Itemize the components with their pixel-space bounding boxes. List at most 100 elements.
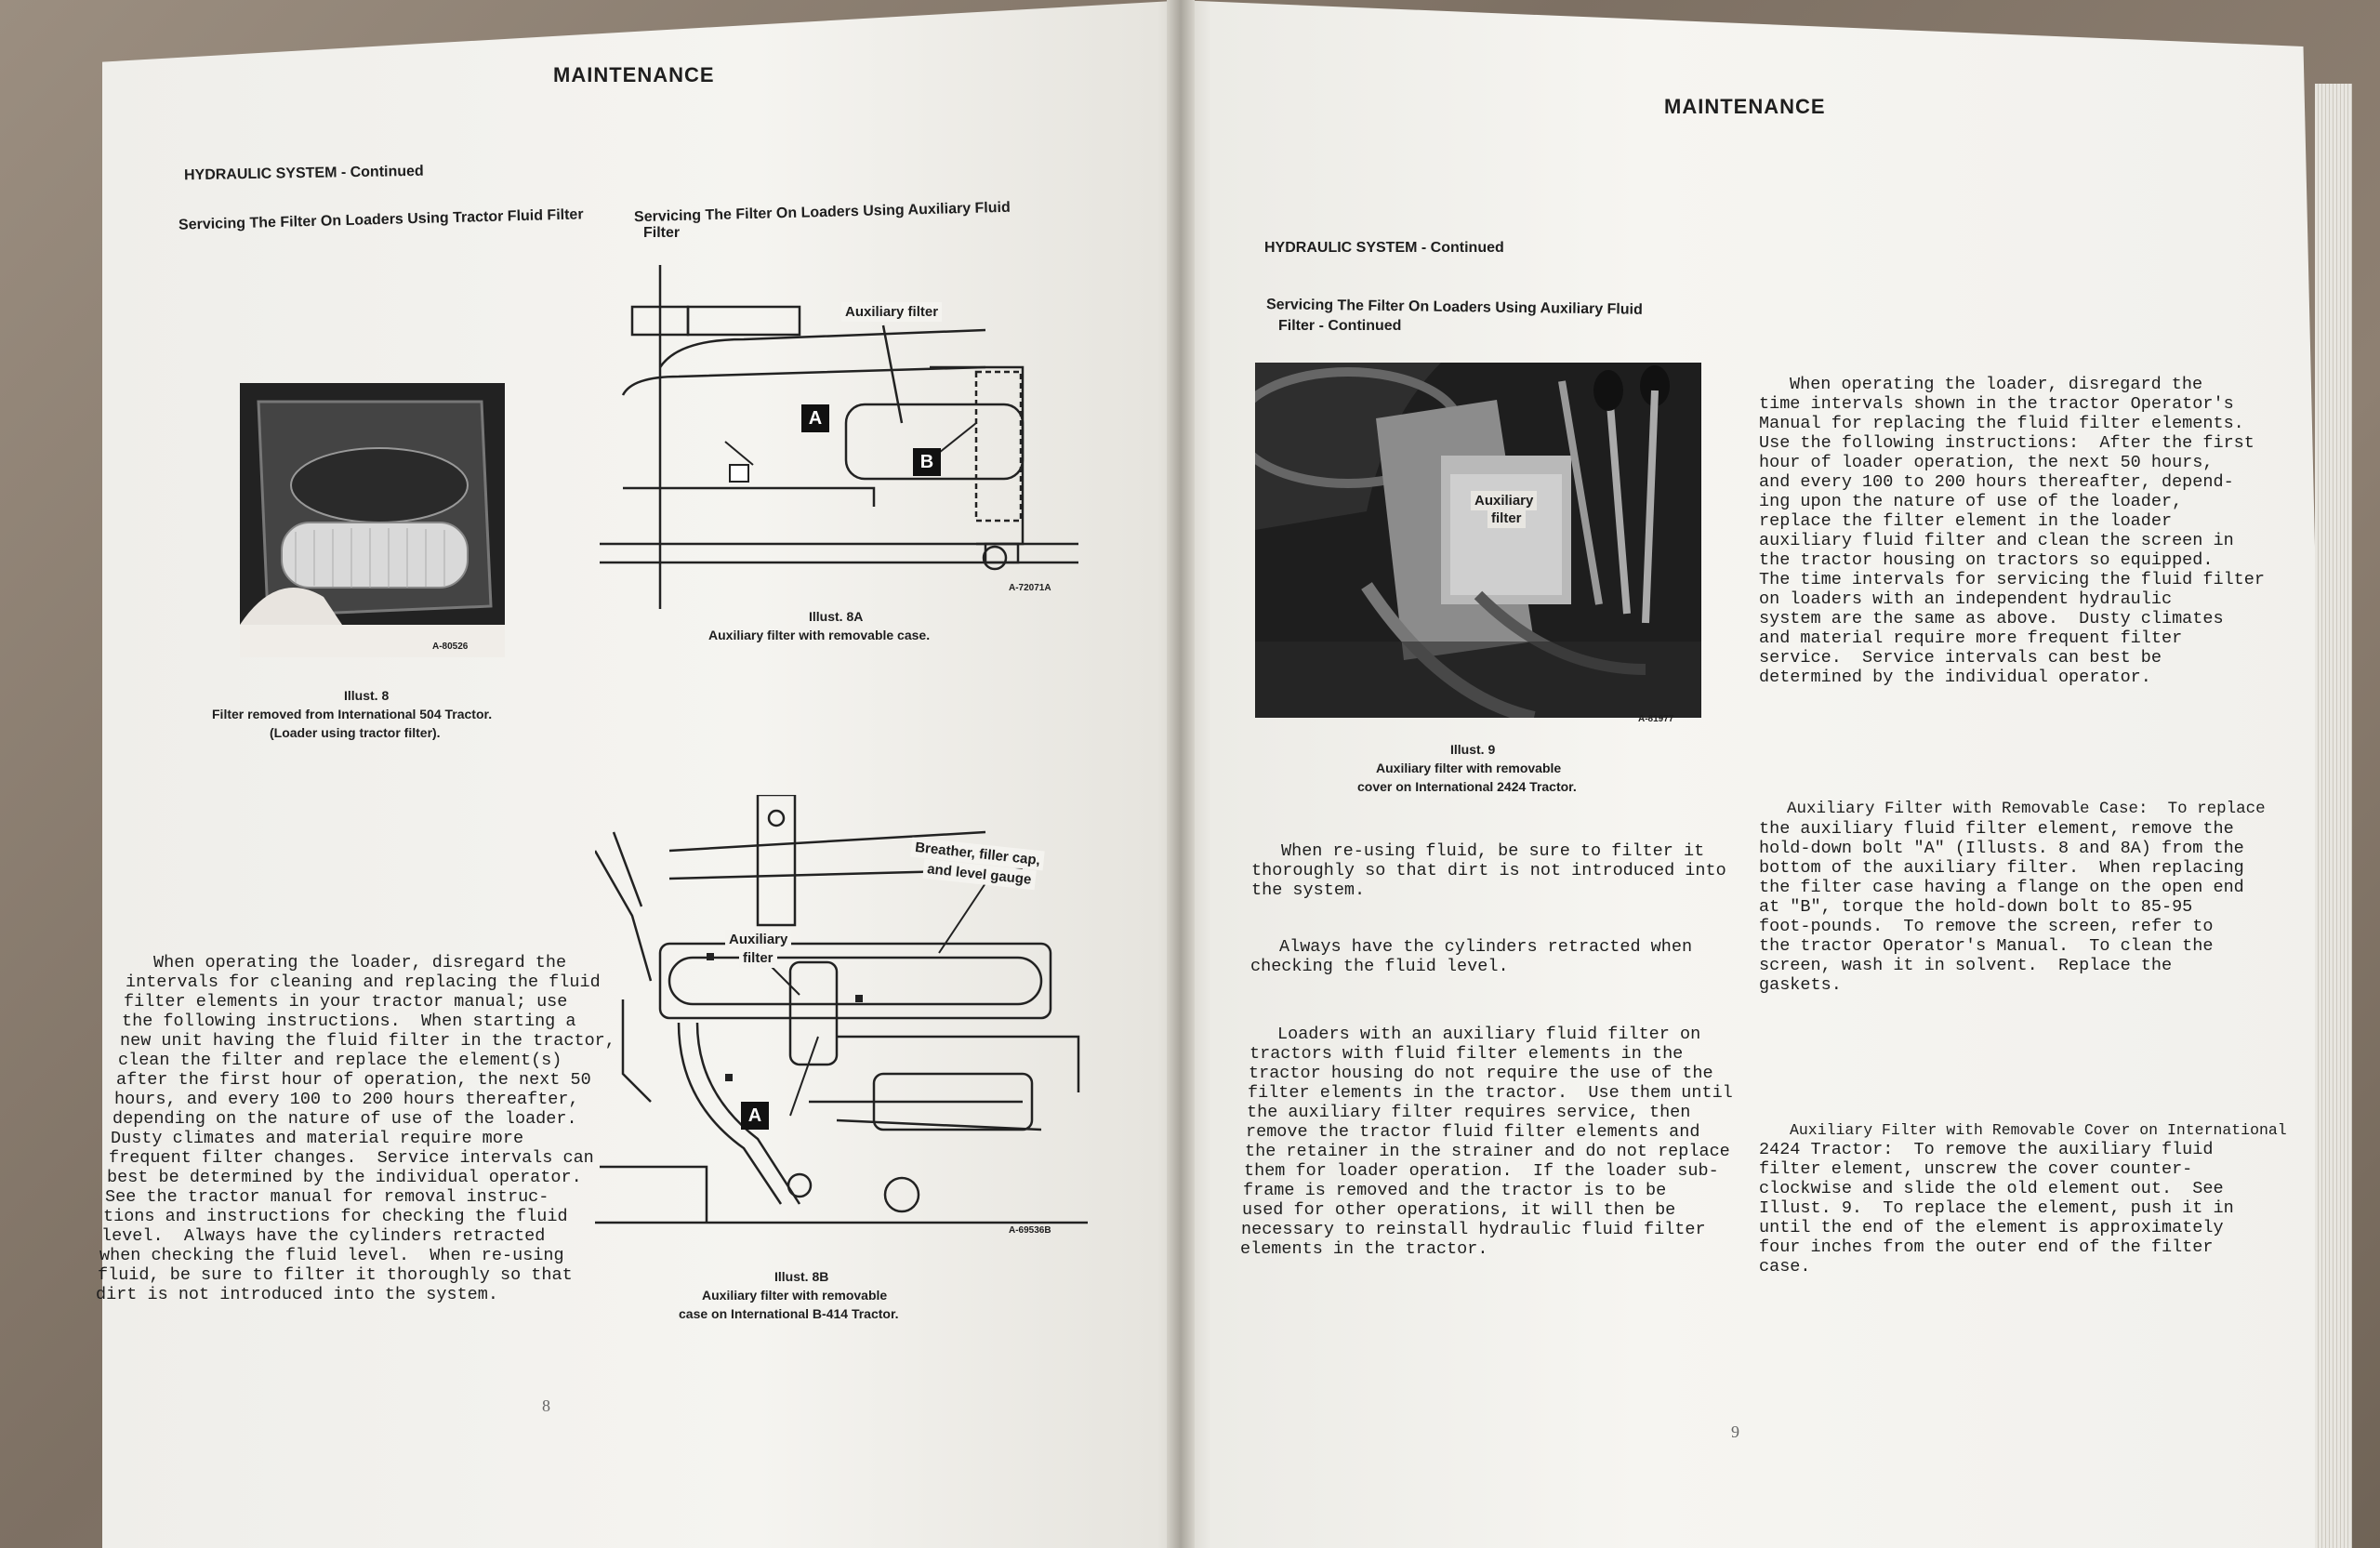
right-body-line: hour of loader operation, the next 50 ho…	[1759, 453, 2214, 472]
right-body-line: Loaders with an auxiliary fluid filter o…	[1277, 1025, 1701, 1044]
right-body-line: hold-down bolt "A" (Illusts. 8 and 8A) f…	[1759, 839, 2244, 858]
left-body-line: the following instructions. When startin…	[122, 1012, 576, 1031]
right-body-line: the system.	[1251, 880, 1366, 900]
right-body-line: checking the fluid level.	[1250, 957, 1509, 976]
illust-9-fig-id: A-81977	[1638, 714, 1674, 724]
left-body-line: when checking the fluid level. When re-u…	[99, 1246, 564, 1265]
right-body-line: determined by the individual operator.	[1759, 668, 2151, 687]
right-body-line: screen, wash it in solvent. Replace the	[1759, 956, 2173, 975]
right-body-line: 2424 Tractor: To remove the auxiliary fl…	[1759, 1140, 2214, 1159]
left-body-line: When operating the loader, disregard the	[153, 953, 567, 972]
right-body-line: necessary to reinstall hydraulic fluid f…	[1241, 1220, 1706, 1239]
left-body-line: after the first hour of operation, the n…	[116, 1070, 591, 1090]
right-body-line: clockwise and slide the old element out.…	[1759, 1179, 2224, 1198]
tractor-photo-drawing	[1255, 363, 1701, 718]
right-body-line: bottom of the auxiliary filter. When rep…	[1759, 858, 2244, 878]
illust-8b-caption-line2: case on International B-414 Tractor.	[679, 1306, 899, 1321]
illust-8a-label-a: A	[801, 404, 829, 432]
illust-8-title: Illust. 8	[344, 688, 390, 703]
right-body-line: auxiliary fluid filter and clean the scr…	[1759, 531, 2234, 550]
illust-9-title: Illust. 9	[1450, 742, 1496, 757]
illust-8a-label-b: B	[913, 448, 941, 476]
illust-8a-title: Illust. 8A	[809, 609, 864, 624]
left-page-number: 8	[542, 1396, 550, 1415]
illust-8b-fig-id: A-69536B	[1009, 1225, 1051, 1236]
illust-8-photo	[240, 383, 505, 657]
illust-8-fig-id: A-80526	[432, 642, 469, 652]
left-subsection-2-line2: Filter	[643, 225, 681, 241]
right-body-line: Auxiliary Filter with Removable Cover on…	[1790, 1121, 2287, 1139]
illust-8a-drawing	[600, 265, 1078, 609]
illust-9-caption-line2: cover on International 2424 Tractor.	[1357, 779, 1577, 794]
right-body-line: When re-using fluid, be sure to filter i…	[1281, 841, 1705, 861]
left-page	[102, 0, 1190, 1548]
illust-8b-label-a: A	[741, 1102, 769, 1130]
right-body-line: elements in the tractor.	[1240, 1239, 1488, 1259]
right-section-title: HYDRAULIC SYSTEM - Continued	[1264, 240, 1504, 256]
right-body-line: Always have the cylinders retracted when	[1279, 937, 1693, 957]
illust-8b-caption-line1: Auxiliary filter with removable	[702, 1288, 888, 1303]
left-body-line: best be determined by the individual ope…	[107, 1168, 582, 1187]
right-page-header: MAINTENANCE	[1664, 95, 1826, 118]
left-body-line: frequent filter changes. Service interva…	[109, 1148, 594, 1168]
page-edges	[2315, 84, 2352, 1548]
right-body-line: The time intervals for servicing the flu…	[1759, 570, 2265, 589]
left-body-line: clean the filter and replace the element…	[118, 1051, 562, 1070]
right-body-line: at "B", torque the hold-down bolt to 85-…	[1759, 897, 2193, 917]
right-body-line: foot-pounds. To remove the screen, refer…	[1759, 917, 2214, 936]
right-page-number: 9	[1731, 1422, 1739, 1441]
illust-8b-callout-filter-line1: Auxiliary	[725, 930, 792, 949]
right-body-line: the tractor housing on tractors so equip…	[1759, 550, 2214, 570]
right-body-line: Manual for replacing the fluid filter el…	[1759, 414, 2244, 433]
left-body-line: level. Always have the cylinders retract…	[101, 1226, 546, 1246]
left-body-line: dirt is not introduced into the system.	[96, 1285, 498, 1304]
right-body-line: them for loader operation. If the loader…	[1244, 1161, 1719, 1181]
right-body-line: ing upon the nature of use of the loader…	[1759, 492, 2183, 511]
right-body-line: service. Service intervals can best be	[1759, 648, 2162, 668]
left-body-line: Dusty climates and material require more	[111, 1129, 524, 1148]
right-body-line: frame is removed and the tractor is to b…	[1243, 1181, 1667, 1200]
right-subsection-line2: Filter - Continued	[1278, 318, 1402, 334]
right-body-line: remove the tractor fluid filter elements…	[1246, 1122, 1700, 1142]
illust-8a-caption: Auxiliary filter with removable case.	[708, 628, 931, 642]
right-body-line: thoroughly so that dirt is not introduce…	[1251, 861, 1726, 880]
illust-8a-callout: Auxiliary filter	[841, 302, 943, 322]
right-body-line: the auxiliary fluid filter element, remo…	[1759, 819, 2234, 839]
right-body-line: on loaders with an independent hydraulic	[1759, 589, 2173, 609]
illust-8-caption-line2: (Loader using tractor filter).	[270, 725, 441, 740]
illust-9-callout-line1: Auxiliary	[1471, 491, 1538, 510]
illust-8b-callout-filter-line2: filter	[739, 948, 777, 968]
right-body-line: tractor housing do not require the use o…	[1249, 1064, 1713, 1083]
book-gutter	[1167, 0, 1195, 1548]
right-body-line: the auxiliary filter requires service, t…	[1247, 1103, 1691, 1122]
right-body-line: the tractor Operator's Manual. To clean …	[1759, 936, 2214, 956]
illust-9-caption-line1: Auxiliary filter with removable	[1376, 761, 1562, 775]
right-body-line: used for other operations, it will then …	[1242, 1200, 1676, 1220]
right-body-line: tractors with fluid filter elements in t…	[1250, 1044, 1684, 1064]
illust-8-caption-line1: Filter removed from International 504 Tr…	[212, 707, 493, 721]
right-body-line: replace the filter element in the loader	[1759, 511, 2173, 531]
right-body-line: gaskets.	[1759, 975, 1842, 995]
illust-9-photo	[1255, 363, 1701, 718]
right-body-line: When operating the loader, disregard the	[1790, 375, 2203, 394]
right-body-line: Illust. 9. To replace the element, push …	[1759, 1198, 2234, 1218]
right-body-line: system are the same as above. Dusty clim…	[1759, 609, 2224, 628]
filter-photo-drawing	[240, 383, 505, 657]
right-body-line: and every 100 to 200 hours thereafter, d…	[1759, 472, 2234, 492]
left-body-line: See the tractor manual for removal instr…	[105, 1187, 549, 1207]
left-body-line: depending on the nature of use of the lo…	[112, 1109, 577, 1129]
left-body-line: new unit having the fluid filter in the …	[120, 1031, 615, 1051]
left-body-line: intervals for cleaning and replacing the…	[126, 972, 601, 992]
right-body-line: the retainer in the strainer and do not …	[1245, 1142, 1730, 1161]
right-body-line: time intervals shown in the tractor Oper…	[1759, 394, 2234, 414]
right-body-line: Use the following instructions: After th…	[1759, 433, 2254, 453]
right-body-line: until the end of the element is approxim…	[1759, 1218, 2224, 1237]
left-page-header: MAINTENANCE	[553, 63, 715, 86]
right-page	[1176, 0, 2338, 1548]
right-body-line: filter elements in the tractor. Use them…	[1248, 1083, 1733, 1103]
right-body-line: filter element, unscrew the cover counte…	[1759, 1159, 2193, 1179]
left-body-line: filter elements in your tractor manual; …	[124, 992, 568, 1012]
right-body-line: Auxiliary Filter with Removable Case: To…	[1787, 800, 2266, 818]
right-body-line: the filter case having a flange on the o…	[1759, 878, 2244, 897]
right-body-line: case.	[1759, 1257, 1811, 1277]
